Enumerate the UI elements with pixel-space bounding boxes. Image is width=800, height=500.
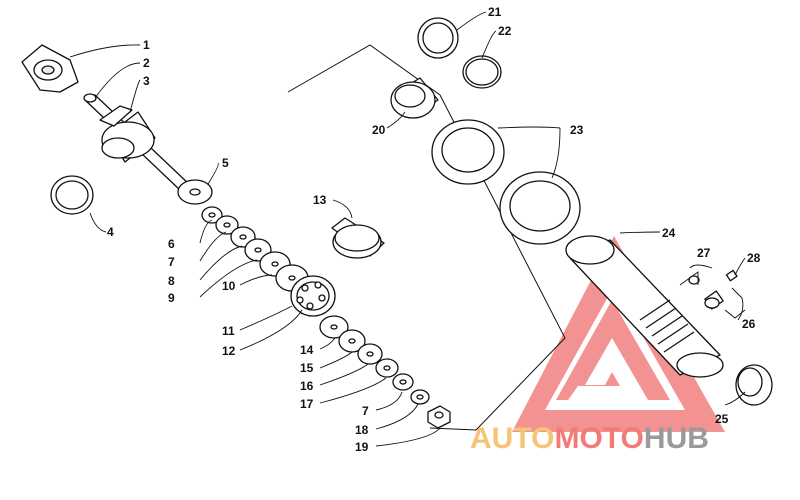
callout-3: 3 <box>143 74 150 88</box>
callout-12: 12 <box>222 344 236 358</box>
callout-22: 22 <box>498 24 512 38</box>
callout-25: 25 <box>715 412 729 426</box>
callout-24: 24 <box>662 226 676 240</box>
part-21-ring <box>417 17 459 59</box>
part-27-o-ring <box>688 275 700 285</box>
part-1-eyelet <box>21 44 79 93</box>
watermark-triangle-logo <box>512 236 725 432</box>
callout-6: 6 <box>168 237 175 251</box>
part-22-ring <box>462 55 502 89</box>
callout-2: 2 <box>143 56 150 70</box>
callout-23: 23 <box>570 123 584 137</box>
part-2-3-shaft-housing <box>83 93 191 191</box>
watermark-text: AUTOMOTOHUB <box>470 422 709 455</box>
callout-4: 4 <box>107 225 114 239</box>
callout-20: 20 <box>372 123 386 137</box>
shim-stack-upper <box>201 206 309 292</box>
part-24-reservoir-body <box>565 235 724 378</box>
part-4-ring <box>50 175 94 215</box>
leader-lines <box>69 11 746 447</box>
callout-7a: 7 <box>168 255 175 269</box>
part-25-end-cap <box>735 364 773 406</box>
watermark-moto: MOTO <box>554 422 643 455</box>
watermark-hub: HUB <box>644 422 709 455</box>
part-28-valve <box>704 269 738 310</box>
callout-16: 16 <box>300 379 314 393</box>
callout-5: 5 <box>222 156 229 170</box>
callout-13: 13 <box>313 193 327 207</box>
callout-9: 9 <box>168 291 175 305</box>
callout-15: 15 <box>300 361 314 375</box>
callouts: 1 2 3 4 5 6 7 8 9 10 11 12 13 14 15 16 1… <box>107 5 761 454</box>
part-19-nut <box>427 405 451 429</box>
shim-stack-lower <box>319 315 430 405</box>
callout-19: 19 <box>355 440 369 454</box>
callout-1: 1 <box>143 38 150 52</box>
callout-21: 21 <box>488 5 502 19</box>
callout-11: 11 <box>222 324 235 338</box>
watermark: AUTOMOTOHUB <box>470 236 725 455</box>
part-5-washer <box>177 179 213 205</box>
part-11-piston <box>290 275 336 317</box>
part-23-spring-collar-lower <box>499 171 581 245</box>
callout-10: 10 <box>222 279 236 293</box>
callout-14: 14 <box>300 343 314 357</box>
callout-17: 17 <box>300 397 314 411</box>
part-13-band <box>331 217 385 259</box>
watermark-auto: AUTO <box>470 422 554 455</box>
part-23-spring-collar-upper <box>431 119 505 185</box>
part-20-end-cap <box>390 77 439 119</box>
callout-27: 27 <box>697 246 711 260</box>
callout-26: 26 <box>742 317 756 331</box>
callout-7b: 7 <box>362 404 369 418</box>
callout-8: 8 <box>168 274 175 288</box>
callout-28: 28 <box>747 251 761 265</box>
callout-18: 18 <box>355 423 369 437</box>
